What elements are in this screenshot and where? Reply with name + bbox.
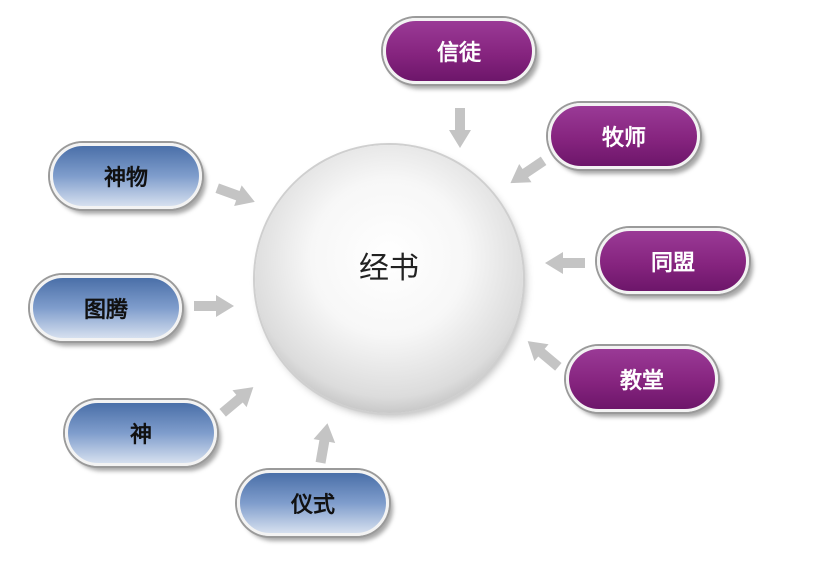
- node-label: 仪式: [290, 493, 335, 518]
- node-tongmeng: 同盟: [597, 228, 749, 294]
- arrow-shen: [219, 387, 254, 417]
- node-shen: 神: [65, 400, 217, 466]
- arrow-shenwu: [215, 183, 255, 207]
- node-shenwu: 神物: [50, 143, 202, 209]
- node-label: 图腾: [83, 298, 128, 323]
- node-label: 神: [129, 423, 152, 448]
- center-label: 经书: [359, 251, 419, 286]
- center-node: 经书: [255, 145, 523, 413]
- arrow-mushi: [510, 156, 547, 184]
- node-tuteng: 图腾: [30, 275, 182, 341]
- node-label: 同盟: [650, 251, 695, 276]
- node-xintu: 信徒: [383, 18, 535, 84]
- arrow-tuteng: [194, 295, 234, 317]
- arrow-yishi: [313, 423, 336, 464]
- node-label: 教堂: [619, 369, 664, 394]
- node-yishi: 仪式: [237, 470, 389, 536]
- arrow-tongmeng: [545, 252, 585, 274]
- node-label: 信徒: [436, 41, 481, 66]
- arrow-jiaotang: [527, 341, 562, 371]
- node-jiaotang: 教堂: [566, 346, 718, 412]
- node-mushi: 牧师: [548, 103, 700, 169]
- arrow-xintu: [449, 108, 471, 148]
- node-label: 神物: [103, 166, 148, 191]
- node-label: 牧师: [601, 126, 646, 151]
